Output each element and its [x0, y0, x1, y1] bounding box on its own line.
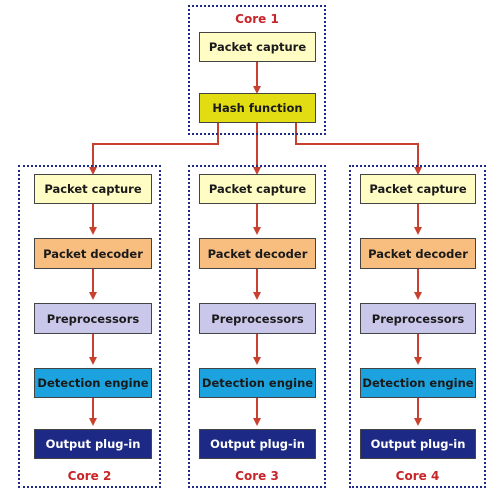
core-1-hash-function-box: Hash function	[199, 93, 316, 123]
core-4-packet-decoder-box: Packet decoder	[360, 238, 476, 269]
core-4-container: Core 4	[349, 165, 486, 488]
core-4-preprocessors-box: Preprocessors	[360, 303, 476, 334]
core-2-label: Core 2	[67, 469, 112, 483]
core-3-output-plugin-box: Output plug-in	[199, 429, 316, 459]
core-3-detection-engine-box: Detection engine	[199, 368, 316, 398]
core-2-detection-engine-box: Detection engine	[34, 368, 152, 398]
core-3-label: Core 3	[235, 469, 279, 483]
core-2-packet-capture-box: Packet capture	[34, 174, 152, 204]
core-4-label: Core 4	[395, 469, 440, 483]
core-3-packet-decoder-box: Packet decoder	[199, 238, 316, 269]
core-4-packet-capture-box: Packet capture	[360, 174, 476, 204]
core-2-container: Core 2	[18, 165, 161, 488]
core-3-packet-capture-box: Packet capture	[199, 174, 316, 204]
core-4-output-plugin-box: Output plug-in	[360, 429, 476, 459]
core-1-label: Core 1	[235, 12, 279, 26]
core-4-detection-engine-box: Detection engine	[360, 368, 476, 398]
core-2-output-plugin-box: Output plug-in	[34, 429, 152, 459]
core-1-packet-capture-box: Packet capture	[199, 32, 316, 62]
core-3-container: Core 3	[188, 165, 326, 488]
core-1-container: Core 1	[188, 5, 326, 135]
core-3-preprocessors-box: Preprocessors	[199, 303, 316, 334]
core-2-preprocessors-box: Preprocessors	[34, 303, 152, 334]
core-2-packet-decoder-box: Packet decoder	[34, 238, 152, 269]
